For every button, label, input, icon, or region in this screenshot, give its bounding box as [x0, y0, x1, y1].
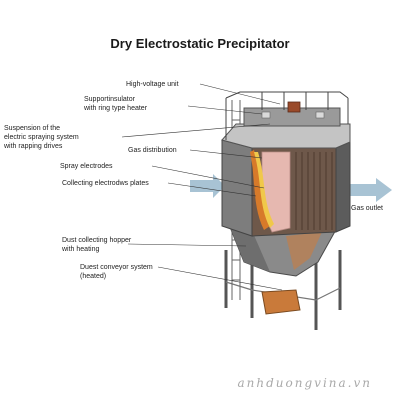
casing-left-face: [221, 139, 253, 237]
support-legs: [224, 250, 342, 330]
label-suspension-line2: electric spraying system: [4, 134, 79, 141]
casing-right-face: [335, 141, 351, 233]
hopper-shade: [228, 222, 270, 272]
label-gas-distribution: Gas distribution: [128, 147, 177, 154]
support-insulator: [261, 111, 271, 119]
label-suspension-line1: Suspension of the: [4, 125, 61, 132]
hopper-dust: [286, 232, 322, 270]
gas-inlet-arrow: [190, 174, 225, 198]
label-conveyor-line2: (heated): [80, 273, 107, 280]
label-gas-outlet: Gas outlet: [351, 205, 383, 212]
top-railing: [225, 91, 349, 140]
label-hopper-line1: Dust collecting hopper: [62, 237, 132, 244]
gas-outlet-arrow: [350, 178, 392, 202]
diagram-title: Dry Electrostatic Precipitator: [110, 36, 290, 51]
cutaway-yellow-layer: [254, 152, 274, 228]
leader-lines: [121, 83, 283, 291]
dust-conveyor-bin: [261, 289, 301, 315]
casing-roof: [221, 123, 351, 149]
label-support-insulator-line2: with ring type heater: [84, 105, 148, 112]
collecting-plates: [295, 152, 333, 230]
label-suspension-line3: with rapping drives: [4, 143, 63, 150]
label-high-voltage-unit: High-voltage unit: [126, 81, 179, 88]
label-conveyor-line1: Duest conveyor system: [80, 264, 153, 271]
cutaway-orange-layer: [250, 150, 270, 230]
label-collecting-plates: Collecting electrodws plates: [62, 180, 149, 187]
high-voltage-unit: [287, 101, 301, 113]
label-hopper-line2: with heating: [62, 246, 100, 253]
label-support-insulator-line1: Supportinsulator: [84, 96, 135, 103]
support-insulator: [315, 111, 325, 119]
label-spray-electrodes: Spray electrodes: [60, 163, 113, 170]
watermark: anhduongvina.vn: [237, 376, 372, 390]
